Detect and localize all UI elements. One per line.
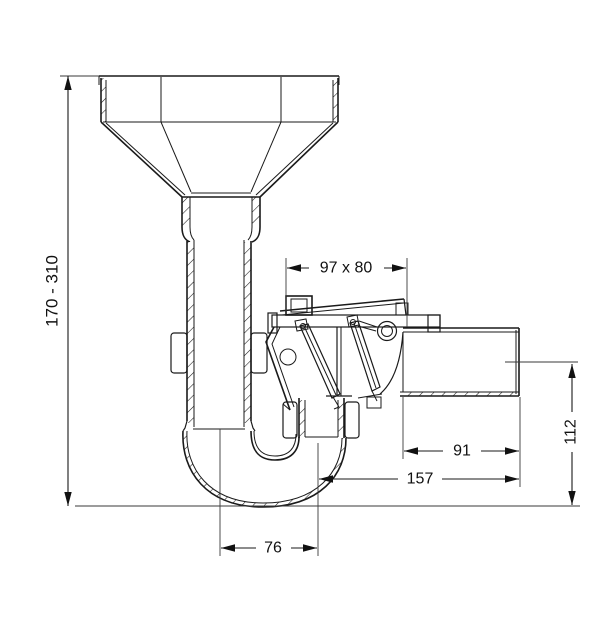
dimension-outlet-height: 112 (505, 361, 580, 505)
dimension-trap-width: 76 (219, 429, 319, 557)
backflow-valve-flaps (294, 314, 398, 410)
inlet-compression-nut (170, 332, 268, 374)
riser-pipe (298, 398, 345, 438)
trap-width-label: 76 (264, 540, 282, 557)
riser-clamp-nut (282, 401, 360, 439)
height-range-label: 170 - 310 (43, 255, 62, 327)
valve-body-label: 97 x 80 (320, 260, 373, 277)
backflow-valve-housing (265, 295, 441, 411)
vertical-inlet-pipe (182, 240, 256, 432)
dimension-outlet-length: 91 (402, 397, 521, 487)
funnel (98, 75, 340, 198)
outlet-length-label: 91 (453, 443, 471, 460)
outlet-pipe (400, 327, 520, 397)
p-trap-bend (182, 430, 347, 508)
total-depth-label: 157 (407, 471, 434, 488)
outlet-height-label: 112 (563, 419, 580, 445)
dimension-total-depth: 157 (319, 471, 519, 488)
dimension-height-range: 170 - 310 (43, 75, 99, 506)
funnel-socket (181, 196, 261, 243)
dimension-valve-body: 97 x 80 (285, 258, 408, 327)
